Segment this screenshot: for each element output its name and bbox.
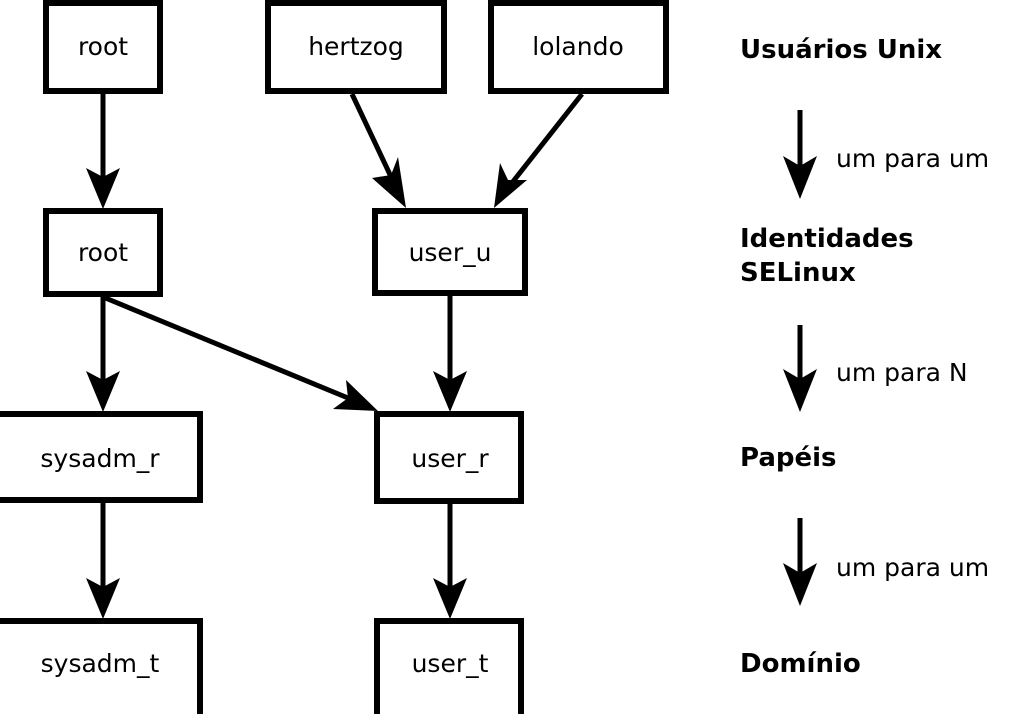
edge-sysadm-r-to-sysadm-t — [86, 503, 120, 619]
legend-stage-domain: Domínio — [740, 649, 861, 679]
legend-relation-roles-to-domain: um para um — [836, 553, 989, 582]
node-identity-user-u[interactable]: user_u — [372, 208, 528, 296]
node-unix-lolando[interactable]: lolando — [488, 0, 669, 94]
node-domain-user-t[interactable]: user_t — [374, 618, 524, 714]
node-domain-sysadm-t-label: sysadm_t — [41, 649, 160, 678]
legend-arrow-identities-to-roles — [783, 325, 817, 412]
edge-user-r-to-user-t — [433, 504, 467, 619]
legend-relation-identities-to-roles: um para N — [836, 358, 968, 387]
node-role-sysadm-r-label: sysadm_r — [40, 444, 160, 473]
edge-lolando-to-user-u — [494, 92, 584, 208]
legend-stage-users: Usuários Unix — [740, 35, 942, 65]
node-role-user-r[interactable]: user_r — [374, 411, 524, 504]
node-identity-root-label: root — [78, 238, 128, 267]
edge-hertzog-to-user-u — [349, 92, 406, 208]
legend-stage-roles: Papéis — [740, 443, 837, 473]
node-domain-sysadm-t[interactable]: sysadm_t — [0, 618, 203, 714]
node-unix-root[interactable]: root — [43, 0, 163, 94]
node-unix-root-label: root — [78, 32, 128, 61]
legend-stage-identities-line1: Identidades — [740, 224, 914, 254]
legend-stage-identities-line2: SELinux — [740, 258, 856, 288]
node-unix-lolando-label: lolando — [532, 32, 624, 61]
edge-unix-root-to-identity-root — [86, 93, 120, 209]
legend-column: Usuários Unix um para um Identidades SEL… — [740, 35, 989, 679]
edges-group — [86, 92, 584, 619]
node-identity-root[interactable]: root — [43, 208, 163, 297]
legend-arrow-roles-to-domain — [783, 518, 817, 606]
node-unix-hertzog-label: hertzog — [308, 32, 404, 61]
node-role-sysadm-r[interactable]: sysadm_r — [0, 411, 203, 503]
node-identity-user-u-label: user_u — [409, 238, 492, 267]
node-domain-user-t-label: user_t — [412, 649, 489, 678]
node-role-user-r-label: user_r — [411, 444, 489, 473]
edge-user-u-to-user-r — [433, 296, 467, 412]
legend-arrow-users-to-identities — [783, 110, 817, 199]
legend-relation-users-to-identities: um para um — [836, 144, 989, 173]
edge-identity-root-to-user-r — [102, 294, 378, 411]
edge-identity-root-to-sysadm-r — [86, 297, 120, 412]
node-unix-hertzog[interactable]: hertzog — [265, 0, 447, 94]
